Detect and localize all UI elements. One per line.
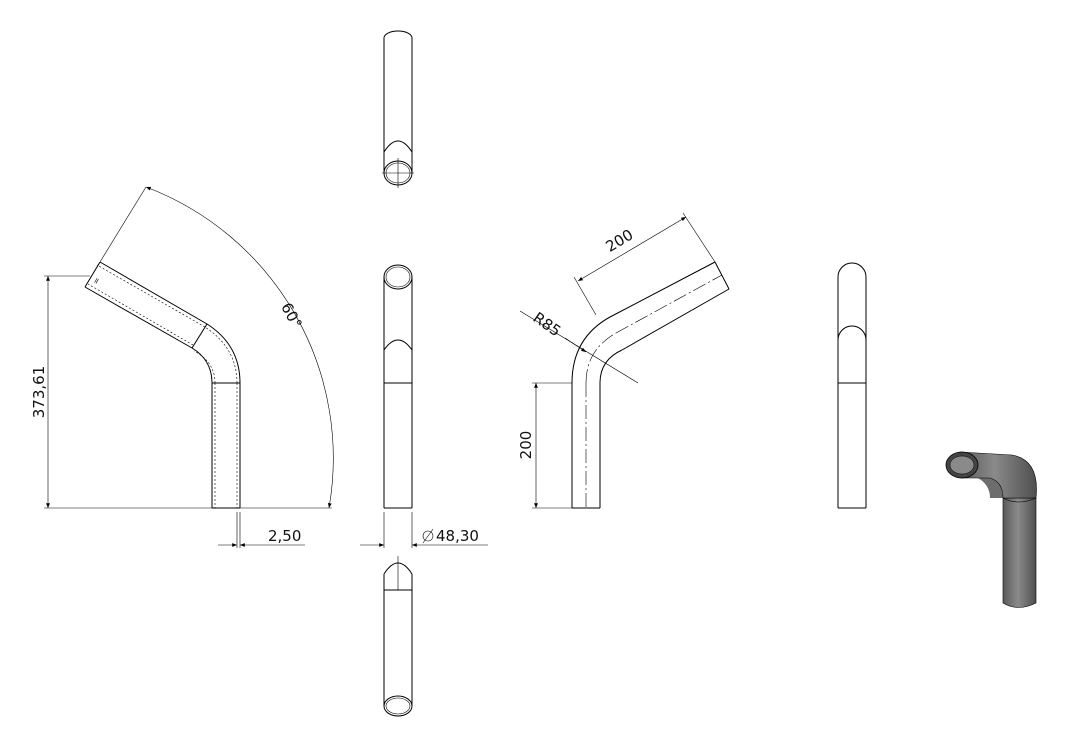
wall-thickness-dimension: 2,50	[268, 527, 301, 545]
top-length-dimension: 200	[603, 226, 637, 256]
svg-text:=: =	[91, 276, 102, 286]
bend-detail-view: R85 200 200	[517, 212, 730, 509]
diameter-dimension: 48,30	[436, 527, 479, 545]
bottom-length-dimension: 200	[517, 431, 535, 460]
front-view-left: = 373,61 60° 2,50	[30, 186, 334, 548]
top-view	[382, 30, 414, 188]
radius-dimension: R85	[530, 309, 565, 341]
isometric-view	[945, 451, 1037, 608]
height-dimension: 373,61	[30, 366, 48, 419]
angle-dimension: 60°	[277, 300, 305, 332]
center-view: 48,30	[360, 264, 488, 548]
bottom-view	[383, 556, 413, 717]
side-view-right	[837, 262, 867, 509]
